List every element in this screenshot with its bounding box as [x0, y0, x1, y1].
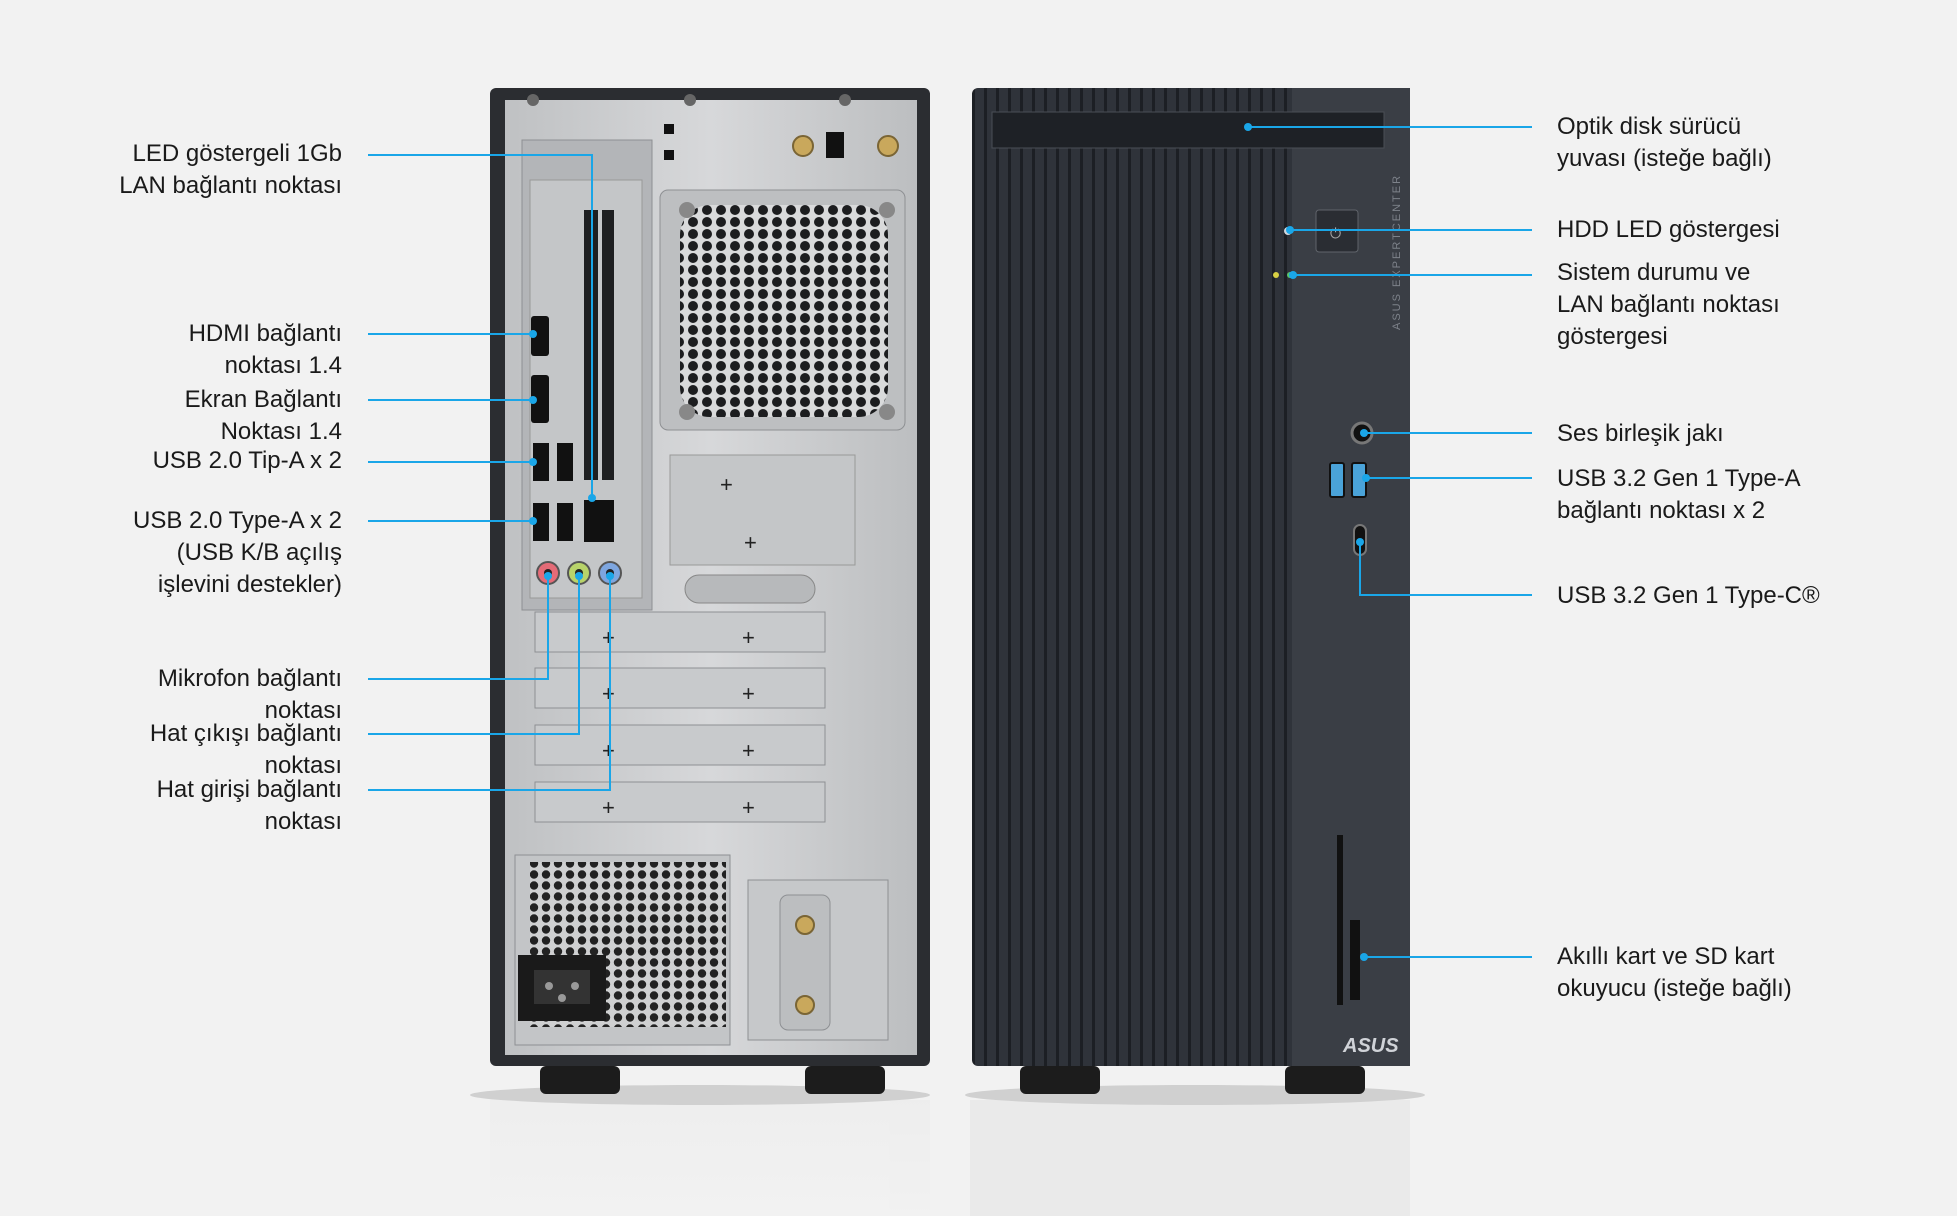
- callout-line-linein: [368, 576, 611, 791]
- label-mic-port: Mikrofon bağlantı noktası: [157, 665, 342, 724]
- io-vent-slots: [584, 210, 614, 480]
- smart-card-slot: [1337, 835, 1343, 1005]
- label-hdd-led: HDD LED göstergesi: [1557, 216, 1780, 243]
- label-usb20-tip-a: USB 2.0 Tip-A x 2: [152, 447, 342, 474]
- usb20-port-a1: [533, 443, 549, 481]
- svg-text:+: +: [742, 738, 755, 763]
- label-usb32-type-c: USB 3.2 Gen 1 Type-C®: [1557, 582, 1820, 609]
- label-card-reader: Akıllı kart ve SD kart okuyucu (isteğe b…: [1557, 943, 1792, 1002]
- svg-text:⏻: ⏻: [1330, 226, 1341, 242]
- svg-text:+: +: [720, 472, 733, 497]
- label-displayport: Ekran Bağlantı Noktası 1.4: [184, 386, 342, 445]
- usb20-port-a2: [557, 443, 573, 481]
- label-audio-combo-jack: Ses birleşik jakı: [1557, 420, 1724, 447]
- label-optical-drive-bay: Optik disk sürücü yuvası (isteğe bağlı): [1557, 113, 1772, 172]
- usb32-typea-1: [1329, 462, 1345, 498]
- svg-text:+: +: [602, 738, 615, 763]
- callout-line-usb32c: [1359, 542, 1532, 596]
- status-led-1: [1273, 272, 1279, 278]
- callout-lines: [368, 126, 1532, 958]
- callout-line-mic: [368, 576, 549, 680]
- svg-text:+: +: [602, 681, 615, 706]
- asus-logo: ASUS: [1342, 1035, 1399, 1057]
- label-usb20-type-a: USB 2.0 Type-A x 2 (USB K/B açılış işlev…: [132, 507, 342, 598]
- label-line-out-port: Hat çıkışı bağlantı noktası: [149, 720, 342, 779]
- usb20-port-b2: [557, 503, 573, 541]
- callout-line-lineout: [368, 576, 580, 735]
- svg-text:+: +: [602, 795, 615, 820]
- label-system-status-led: Sistem durumu ve LAN bağlantı noktası gö…: [1557, 259, 1780, 350]
- label-lan-port: LED göstergeli 1Gb LAN bağlantı noktası: [119, 140, 342, 199]
- rear-view-chassis: + + + + + + + + + +: [490, 88, 930, 1094]
- front-view-chassis: ⏻ ASUS ASUS EXPERTCENTER: [972, 88, 1410, 1094]
- sd-card-slot: [1350, 920, 1360, 1000]
- callout-line-lan: [368, 154, 593, 498]
- side-brand-text: ASUS EXPERTCENTER: [1391, 174, 1403, 330]
- callout-dots: [529, 123, 1370, 961]
- hdmi-port: [531, 316, 549, 356]
- label-usb32-type-a: USB 3.2 Gen 1 Type-A bağlantı noktası x …: [1557, 465, 1801, 524]
- lan-port: [584, 500, 614, 542]
- usb20-port-b1: [533, 503, 549, 541]
- label-line-in-port: Hat girişi bağlantı noktası: [156, 776, 342, 835]
- rear-fan-grille: [680, 205, 888, 417]
- optical-drive-bay: [991, 111, 1385, 149]
- svg-text:+: +: [744, 530, 757, 555]
- expansion-slot-covers: + + + + + + + +: [534, 611, 826, 823]
- floor-reflection: [490, 1100, 1410, 1216]
- label-hdmi-port: HDMI bağlantı noktası 1.4: [188, 320, 342, 379]
- svg-text:+: +: [742, 625, 755, 650]
- svg-text:+: +: [742, 681, 755, 706]
- displayport-port: [531, 375, 549, 423]
- svg-text:+: +: [742, 795, 755, 820]
- svg-text:+: +: [602, 625, 615, 650]
